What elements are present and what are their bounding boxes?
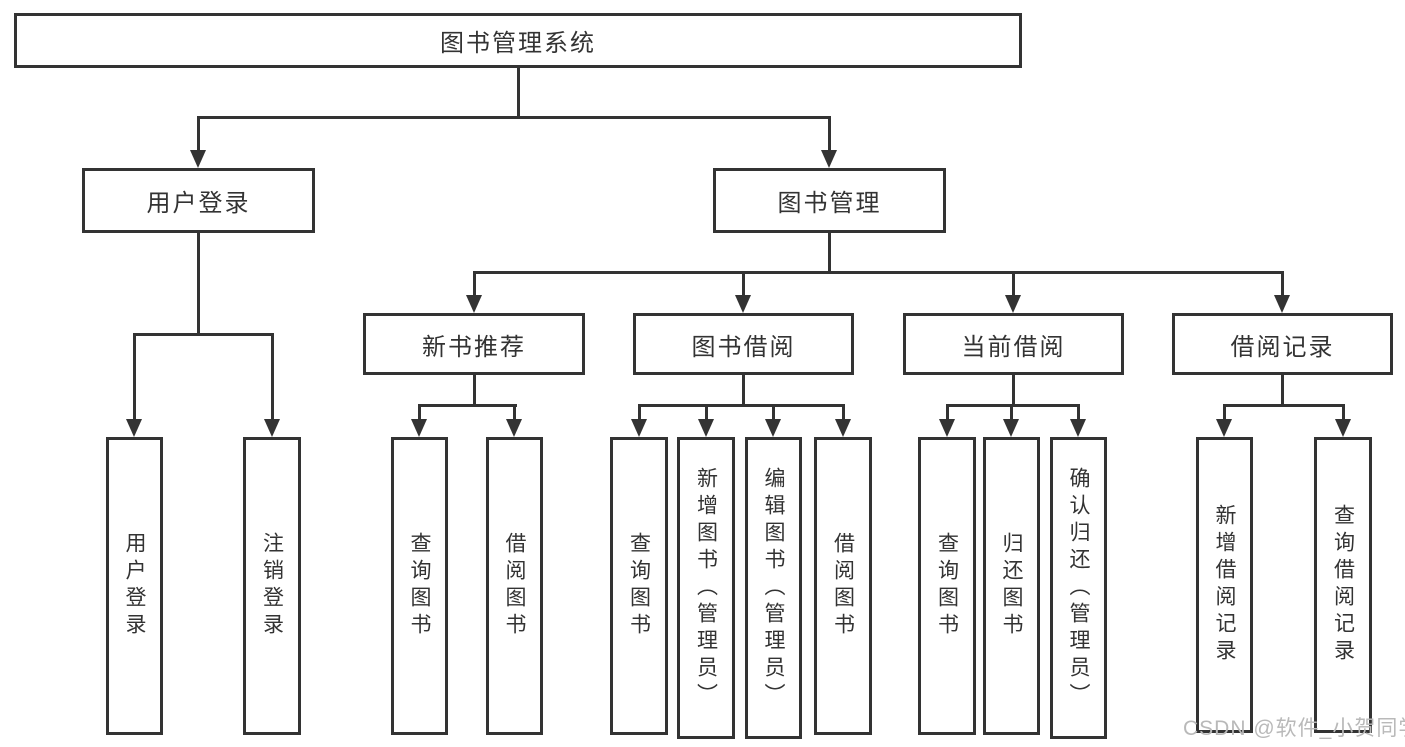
node-user-login: 用户登录 xyxy=(82,168,315,233)
connector-drop-book-mgmt xyxy=(828,118,831,154)
connector-drop-leaf xyxy=(513,406,516,421)
node-borrow-records-label: 借阅记录 xyxy=(1230,333,1335,361)
node-borrow-records: 借阅记录 xyxy=(1172,313,1393,375)
connector-drop-borrow-records xyxy=(1281,273,1284,297)
leaf-user-login: 用户登录 xyxy=(106,437,163,735)
leaf-label: 用户登录 xyxy=(123,532,146,640)
connector-borrow-records-stem xyxy=(1281,375,1284,407)
connector-user-login-hline xyxy=(133,333,274,336)
leaf-label: 查询借阅记录 xyxy=(1331,504,1355,666)
leaf-label: 确认归还（管理员） xyxy=(1067,466,1090,710)
node-book-borrow-label: 图书借阅 xyxy=(691,333,796,361)
connector-drop-leaf xyxy=(1010,406,1013,421)
node-current-borrow-label: 当前借阅 xyxy=(961,333,1066,361)
arrow-down-book-borrow xyxy=(735,295,751,313)
leaf-book-borrow-edit: 编辑图书（管理员） xyxy=(745,437,802,739)
node-root: 图书管理系统 xyxy=(14,13,1022,68)
leaf-new-books-query: 查询图书 xyxy=(391,437,448,735)
connector-drop-leaf xyxy=(1077,406,1080,421)
arrow-down-leaf xyxy=(506,419,522,437)
connector-drop-new-books xyxy=(473,273,476,297)
node-book-mgmt: 图书管理 xyxy=(713,168,946,233)
connector-drop-leaf xyxy=(133,335,136,421)
connector-book-borrow-stem xyxy=(742,375,745,407)
arrow-down-leaf xyxy=(126,419,142,437)
connector-drop-leaf xyxy=(418,406,421,421)
connector-borrow-records-hline xyxy=(1223,404,1345,407)
leaf-label: 注销登录 xyxy=(260,532,284,640)
arrow-down-leaf xyxy=(939,419,955,437)
leaf-label: 新增借阅记录 xyxy=(1213,504,1236,666)
leaf-new-books-borrow: 借阅图书 xyxy=(486,437,543,735)
node-new-books-label: 新书推荐 xyxy=(422,333,526,361)
connector-drop-leaf xyxy=(705,406,708,421)
connector-current-borrow-stem xyxy=(1012,375,1015,407)
arrow-down-leaf xyxy=(765,419,781,437)
node-book-borrow: 图书借阅 xyxy=(633,313,854,375)
arrow-down-leaf xyxy=(264,419,280,437)
connector-book-mgmt-stem xyxy=(828,233,831,274)
leaf-current-borrow-confirm: 确认归还（管理员） xyxy=(1050,437,1107,739)
leaf-current-borrow-query: 查询图书 xyxy=(918,437,976,735)
connector-drop-leaf xyxy=(1223,406,1226,421)
leaf-current-borrow-return: 归还图书 xyxy=(983,437,1040,735)
node-root-label: 图书管理系统 xyxy=(440,30,596,57)
connector-level3-hline xyxy=(473,271,1284,274)
connector-new-books-hline xyxy=(418,404,517,407)
arrow-down-leaf xyxy=(1003,419,1019,437)
node-user-login-label: 用户登录 xyxy=(146,190,251,217)
leaf-label: 借阅图书 xyxy=(503,532,526,640)
leaf-label: 归还图书 xyxy=(1000,532,1023,640)
arrow-down-leaf xyxy=(1335,419,1351,437)
arrow-down-borrow-records xyxy=(1274,295,1290,313)
connector-level2-hline xyxy=(197,116,831,119)
connector-drop-book-borrow xyxy=(742,273,745,297)
arrow-down-leaf xyxy=(835,419,851,437)
arrow-down-leaf xyxy=(631,419,647,437)
connector-current-borrow-hline xyxy=(946,404,1080,407)
leaf-label: 查询图书 xyxy=(627,532,651,640)
leaf-label: 查询图书 xyxy=(935,532,959,640)
leaf-book-borrow-borrow: 借阅图书 xyxy=(814,437,872,735)
csdn-watermark: CSDN @软件_小贺同学 xyxy=(1183,717,1405,740)
connector-drop-leaf xyxy=(946,406,949,421)
leaf-label: 编辑图书（管理员） xyxy=(762,466,785,710)
leaf-label: 查询图书 xyxy=(408,532,431,640)
connector-user-login-stem xyxy=(197,233,200,336)
leaf-book-borrow-query: 查询图书 xyxy=(610,437,668,735)
connector-drop-leaf xyxy=(842,406,845,421)
leaf-borrow-records-add: 新增借阅记录 xyxy=(1196,437,1253,733)
connector-drop-user-login xyxy=(197,118,200,154)
arrow-down-current-borrow xyxy=(1005,295,1021,313)
node-new-books: 新书推荐 xyxy=(363,313,585,375)
leaf-label: 新增图书（管理员） xyxy=(694,466,718,710)
connector-book-borrow-hline xyxy=(638,404,845,407)
connector-drop-leaf xyxy=(1342,406,1345,421)
leaf-label: 借阅图书 xyxy=(831,532,855,640)
arrow-down-leaf xyxy=(1216,419,1232,437)
arrow-down-leaf xyxy=(698,419,714,437)
connector-new-books-stem xyxy=(473,375,476,407)
connector-drop-current-borrow xyxy=(1012,273,1015,297)
node-current-borrow: 当前借阅 xyxy=(903,313,1124,375)
connector-drop-leaf xyxy=(271,335,274,421)
connector-drop-leaf xyxy=(772,406,775,421)
arrow-down-book-mgmt xyxy=(821,150,837,168)
arrow-down-user-login xyxy=(190,150,206,168)
leaf-book-borrow-add: 新增图书（管理员） xyxy=(677,437,735,739)
leaf-logout: 注销登录 xyxy=(243,437,301,735)
connector-root-stem xyxy=(517,67,520,119)
arrow-down-leaf xyxy=(1070,419,1086,437)
node-book-mgmt-label: 图书管理 xyxy=(777,190,882,217)
arrow-down-leaf xyxy=(411,419,427,437)
connector-drop-leaf xyxy=(638,406,641,421)
arrow-down-new-books xyxy=(466,295,482,313)
leaf-borrow-records-query: 查询借阅记录 xyxy=(1314,437,1372,733)
